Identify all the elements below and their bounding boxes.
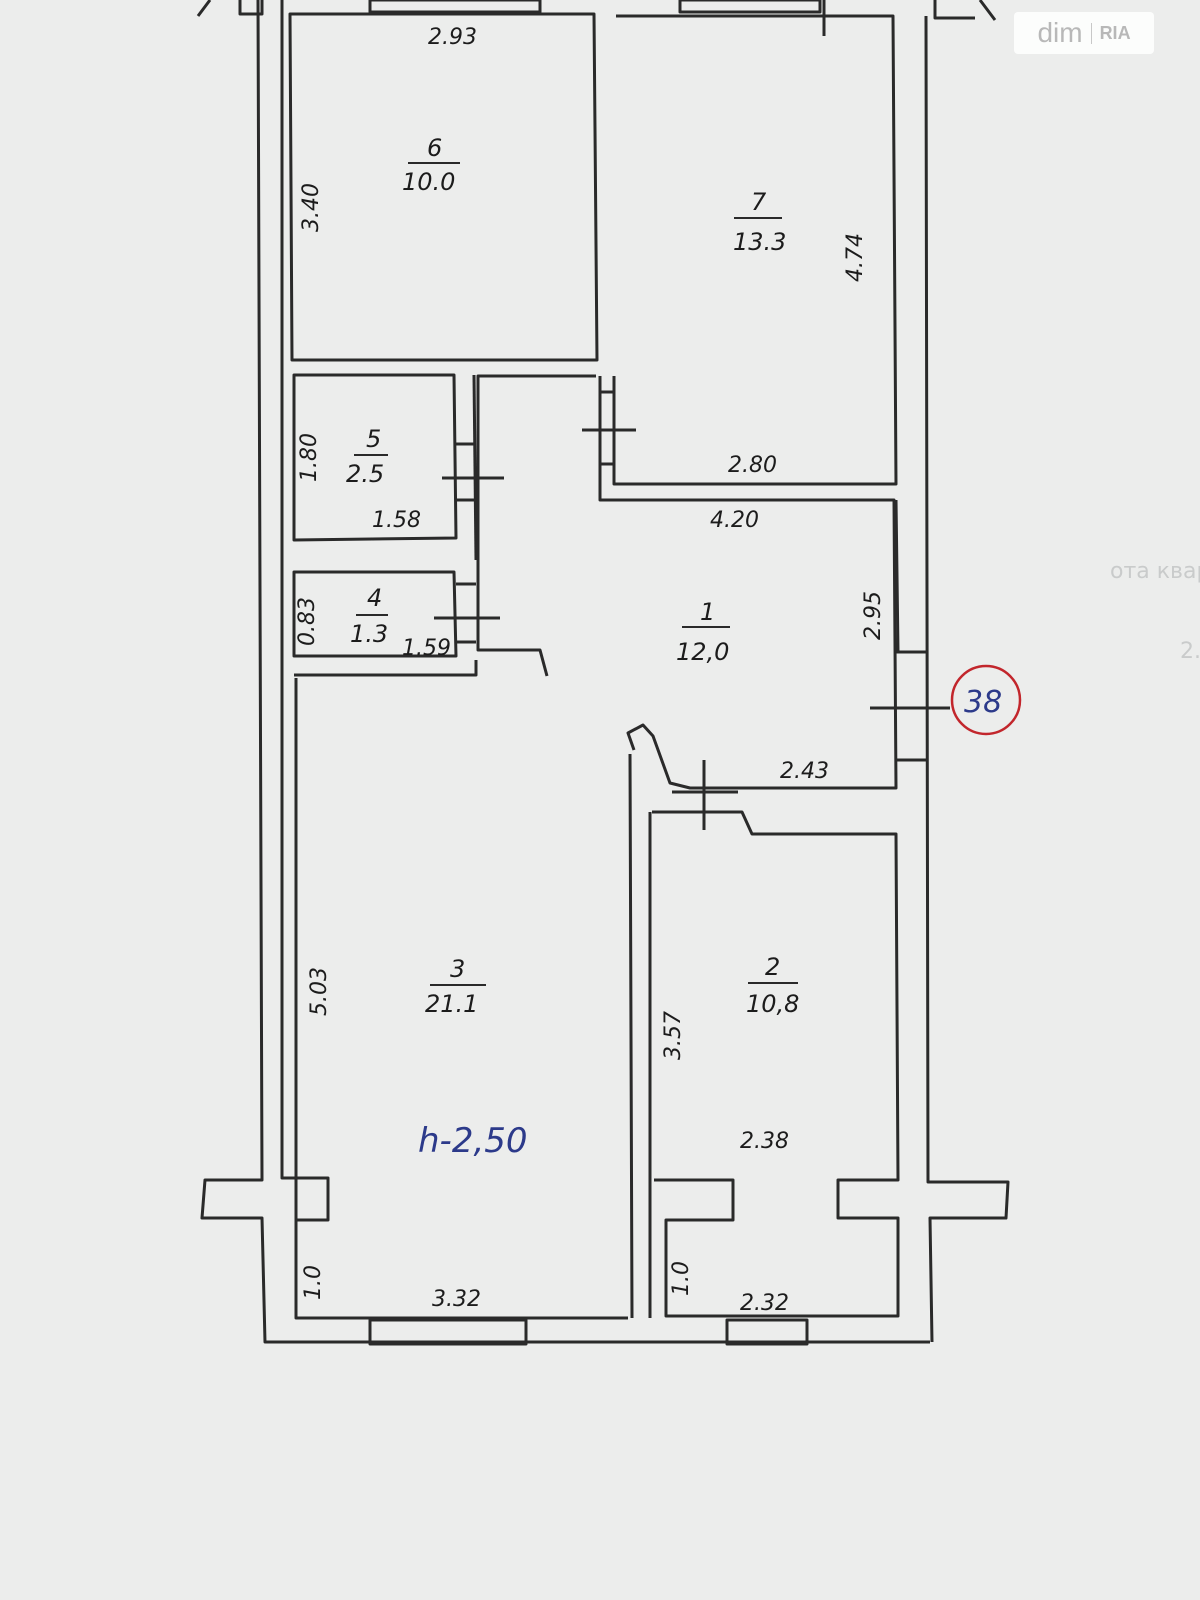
wall-room-7 <box>612 14 898 486</box>
outer-wall-right <box>924 15 1010 1343</box>
room-4-number: 4 <box>367 584 382 612</box>
room-1-area: 12,0 <box>676 638 729 666</box>
dim-room4-width: 1.59 <box>402 636 451 661</box>
stamp-circle <box>950 664 1022 736</box>
dim-room6-width: 2.93 <box>428 25 477 50</box>
dim-room7-height: 4.74 <box>843 233 868 282</box>
dim-room3-niche: 1.0 <box>301 1265 326 1300</box>
dim-room1-height: 2.95 <box>861 591 886 640</box>
wall-room-5-outer <box>472 374 478 561</box>
outer-wall-left <box>200 0 930 1344</box>
dim-room1-width: 4.20 <box>710 508 759 533</box>
bottom-window-2 <box>725 1318 809 1346</box>
walls <box>196 0 1010 1346</box>
outer-wall-left-inner <box>280 0 628 1320</box>
room-6-area: 10.0 <box>402 168 455 196</box>
dim-room1-bottom: 2.43 <box>780 759 829 784</box>
room-labels: 6 10.0 7 13.3 5 2.5 4 1.3 1 12,0 3 21.1 … <box>346 134 799 1018</box>
top-window-2 <box>678 0 822 14</box>
faint-background-text: ота квартира 2.6 кв.м <box>1110 559 1200 664</box>
dim-room2-niche: 1.0 <box>669 1261 694 1296</box>
wall-room-5 <box>292 373 458 542</box>
room-3-area: 21.1 <box>425 990 478 1018</box>
fraction-lines <box>354 162 798 986</box>
dim-room6-height: 3.40 <box>299 183 324 232</box>
top-window-1 <box>368 0 542 14</box>
dim-room5-width: 1.58 <box>372 508 421 533</box>
room-5-area: 2.5 <box>346 460 384 488</box>
dim-room5-height: 1.80 <box>297 433 322 482</box>
dim-room2-height: 3.57 <box>661 1011 686 1060</box>
ceiling-height-note: h-2,50 <box>418 1121 528 1161</box>
room-7-area: 13.3 <box>733 228 786 256</box>
dimension-labels: 2.93 3.40 4.74 1.80 1.58 2.80 4.20 0.83 … <box>295 25 886 1316</box>
top-stub-right <box>933 0 997 21</box>
wall-corridor-top <box>476 374 898 790</box>
dim-room3-width: 3.32 <box>432 1287 481 1312</box>
room-4-area: 1.3 <box>350 620 388 648</box>
dim-room7-width: 2.80 <box>728 453 777 478</box>
room-7-number: 7 <box>751 188 767 216</box>
dim-room2-width: 2.38 <box>740 1129 789 1154</box>
apartment-number-stamp: 38 <box>950 664 1022 736</box>
wall-room-6 <box>288 12 599 362</box>
room-2-number: 2 <box>765 953 780 981</box>
wall-room-3 <box>294 678 652 1319</box>
outer-wall-right-inner <box>894 499 926 762</box>
wall-room-2 <box>652 810 900 1318</box>
watermark-ria: RIA <box>1090 22 1131 44</box>
wall-room-4 <box>292 570 458 658</box>
wall-room-4-bottom <box>294 660 478 677</box>
bottom-window-1 <box>368 1318 528 1346</box>
room-5-number: 5 <box>366 425 381 453</box>
watermark-dim: dim <box>1037 17 1083 48</box>
dim-room4-height: 0.83 <box>295 597 320 646</box>
door-marks <box>434 0 950 830</box>
faint-text-1: ота квартира <box>1110 559 1200 584</box>
room-3-number: 3 <box>450 955 465 983</box>
top-stub-left <box>196 0 264 17</box>
dim-room3-height: 5.03 <box>307 967 332 1016</box>
apartment-number: 38 <box>964 685 1002 720</box>
room-6-number: 6 <box>427 134 442 162</box>
dimria-watermark: dim RIA <box>1014 12 1154 54</box>
room-2-area: 10,8 <box>746 990 799 1018</box>
dim-room2-bottom: 2.32 <box>740 1291 789 1316</box>
room-1-number: 1 <box>700 598 715 626</box>
faint-text-2: 2.6 кв.м <box>1180 639 1200 664</box>
